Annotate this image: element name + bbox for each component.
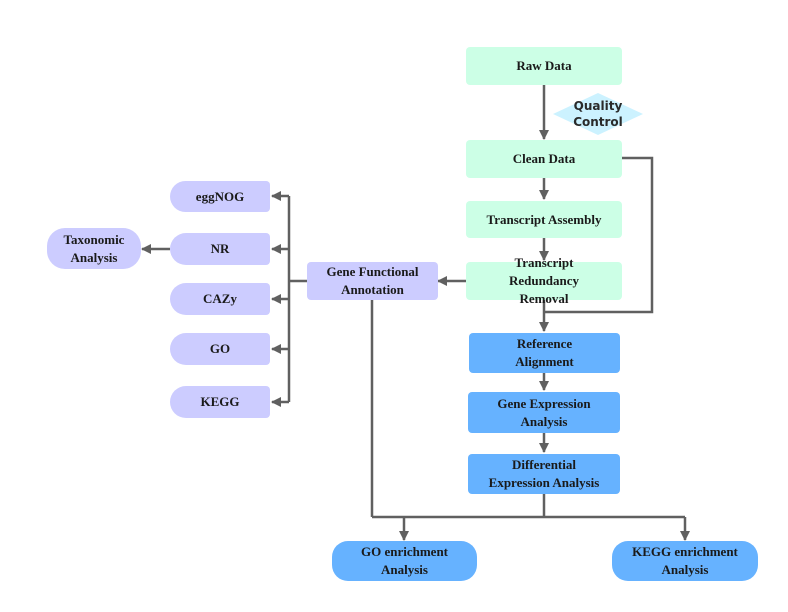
node-differential-expression-analysis: Differential Expression Analysis [468, 454, 620, 494]
node-raw-data: Raw Data [466, 47, 622, 85]
node-eggnog: eggNOG [170, 181, 270, 212]
node-go: GO [170, 333, 270, 365]
quality-control-diamond [553, 93, 643, 135]
node-transcript-assembly: Transcript Assembly [466, 201, 622, 238]
edge-clean-to-reference [544, 156, 654, 314]
node-kegg: KEGG [170, 386, 270, 418]
node-gene-expression-analysis: Gene Expression Analysis [468, 392, 620, 433]
node-quality-control: Quality Control [573, 99, 623, 129]
node-kegg-enrichment-analysis: KEGG enrichment Analysis [612, 541, 758, 581]
node-clean-data: Clean Data [466, 140, 622, 178]
node-go-enrichment-analysis: GO enrichment Analysis [332, 541, 477, 581]
node-transcript-redundancy-removal: Transcript Redundancy Removal [466, 255, 622, 306]
node-gene-functional-annotation: Gene Functional Annotation [307, 262, 438, 300]
node-nr: NR [170, 233, 270, 265]
node-cazy: CAZy [170, 283, 270, 315]
node-reference-alignment: Reference Alignment [469, 333, 620, 373]
node-taxonomic-analysis: Taxonomic Analysis [47, 228, 141, 269]
